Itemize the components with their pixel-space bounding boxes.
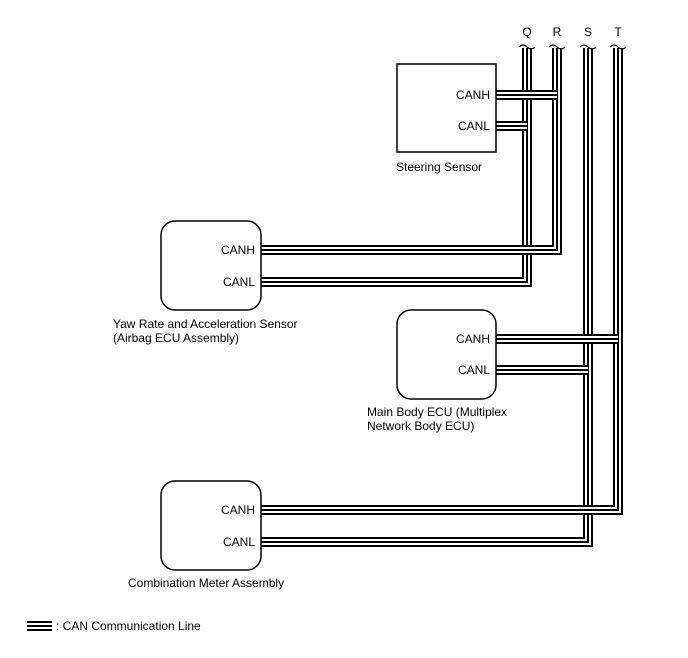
bus-label-s: S	[584, 25, 592, 39]
wire-break-mark-q	[518, 44, 536, 50]
steering-sensor-canh-label: CANH	[456, 88, 490, 102]
meter-canh-wire	[261, 500, 623, 515]
combination-meter-box	[160, 480, 262, 571]
legend: : CAN Communication Line	[27, 619, 201, 633]
steering-sensor: CANH CANL Steering Sensor	[396, 63, 497, 174]
yaw-rate-sensor-canl-label: CANL	[223, 275, 255, 289]
yaw-rate-sensor-canh-label: CANH	[221, 243, 255, 257]
steering-sensor-box	[396, 63, 497, 153]
combination-meter-canl-label: CANL	[223, 535, 255, 549]
bus-label-t: T	[614, 25, 622, 39]
main-body-ecu-box	[396, 309, 497, 400]
legend-text: : CAN Communication Line	[56, 619, 201, 633]
yaw-rate-sensor-box	[160, 220, 262, 311]
meter-canl-wire	[261, 532, 593, 547]
yaw-rate-sensor-name-line1: Yaw Rate and Acceleration Sensor	[113, 317, 298, 331]
main-body-ecu-canh-label: CANH	[456, 332, 490, 346]
steering-sensor-name: Steering Sensor	[396, 160, 482, 174]
wire-break-mark-r	[548, 44, 566, 50]
can-line-legend-icon	[27, 621, 52, 631]
yaw-canh-wire	[261, 240, 562, 255]
combination-meter: CANH CANL Combination Meter Assembly	[128, 480, 284, 590]
combination-meter-canh-label: CANH	[221, 503, 255, 517]
yaw-rate-sensor: CANH CANL Yaw Rate and Acceleration Sens…	[113, 220, 298, 345]
main-body-ecu: CANH CANL Main Body ECU (Multiplex Netwo…	[367, 309, 507, 433]
wire-break-mark-t	[609, 44, 627, 50]
main-body-ecu-canl-label: CANL	[458, 363, 490, 377]
main-body-ecu-name-line2: Network Body ECU)	[367, 419, 474, 433]
combination-meter-name: Combination Meter Assembly	[128, 576, 284, 590]
bus-label-r: R	[553, 25, 562, 39]
yaw-rate-sensor-name-line2: (Airbag ECU Assembly)	[113, 331, 239, 345]
can-wires	[261, 48, 623, 547]
yaw-canl-wire	[261, 272, 532, 287]
main-body-ecu-name-line1: Main Body ECU (Multiplex	[367, 405, 507, 419]
wire-break-mark-s	[579, 44, 597, 50]
steering-sensor-canl-label: CANL	[458, 119, 490, 133]
wire-break-marks	[518, 44, 627, 50]
bus-label-q: Q	[522, 25, 531, 39]
